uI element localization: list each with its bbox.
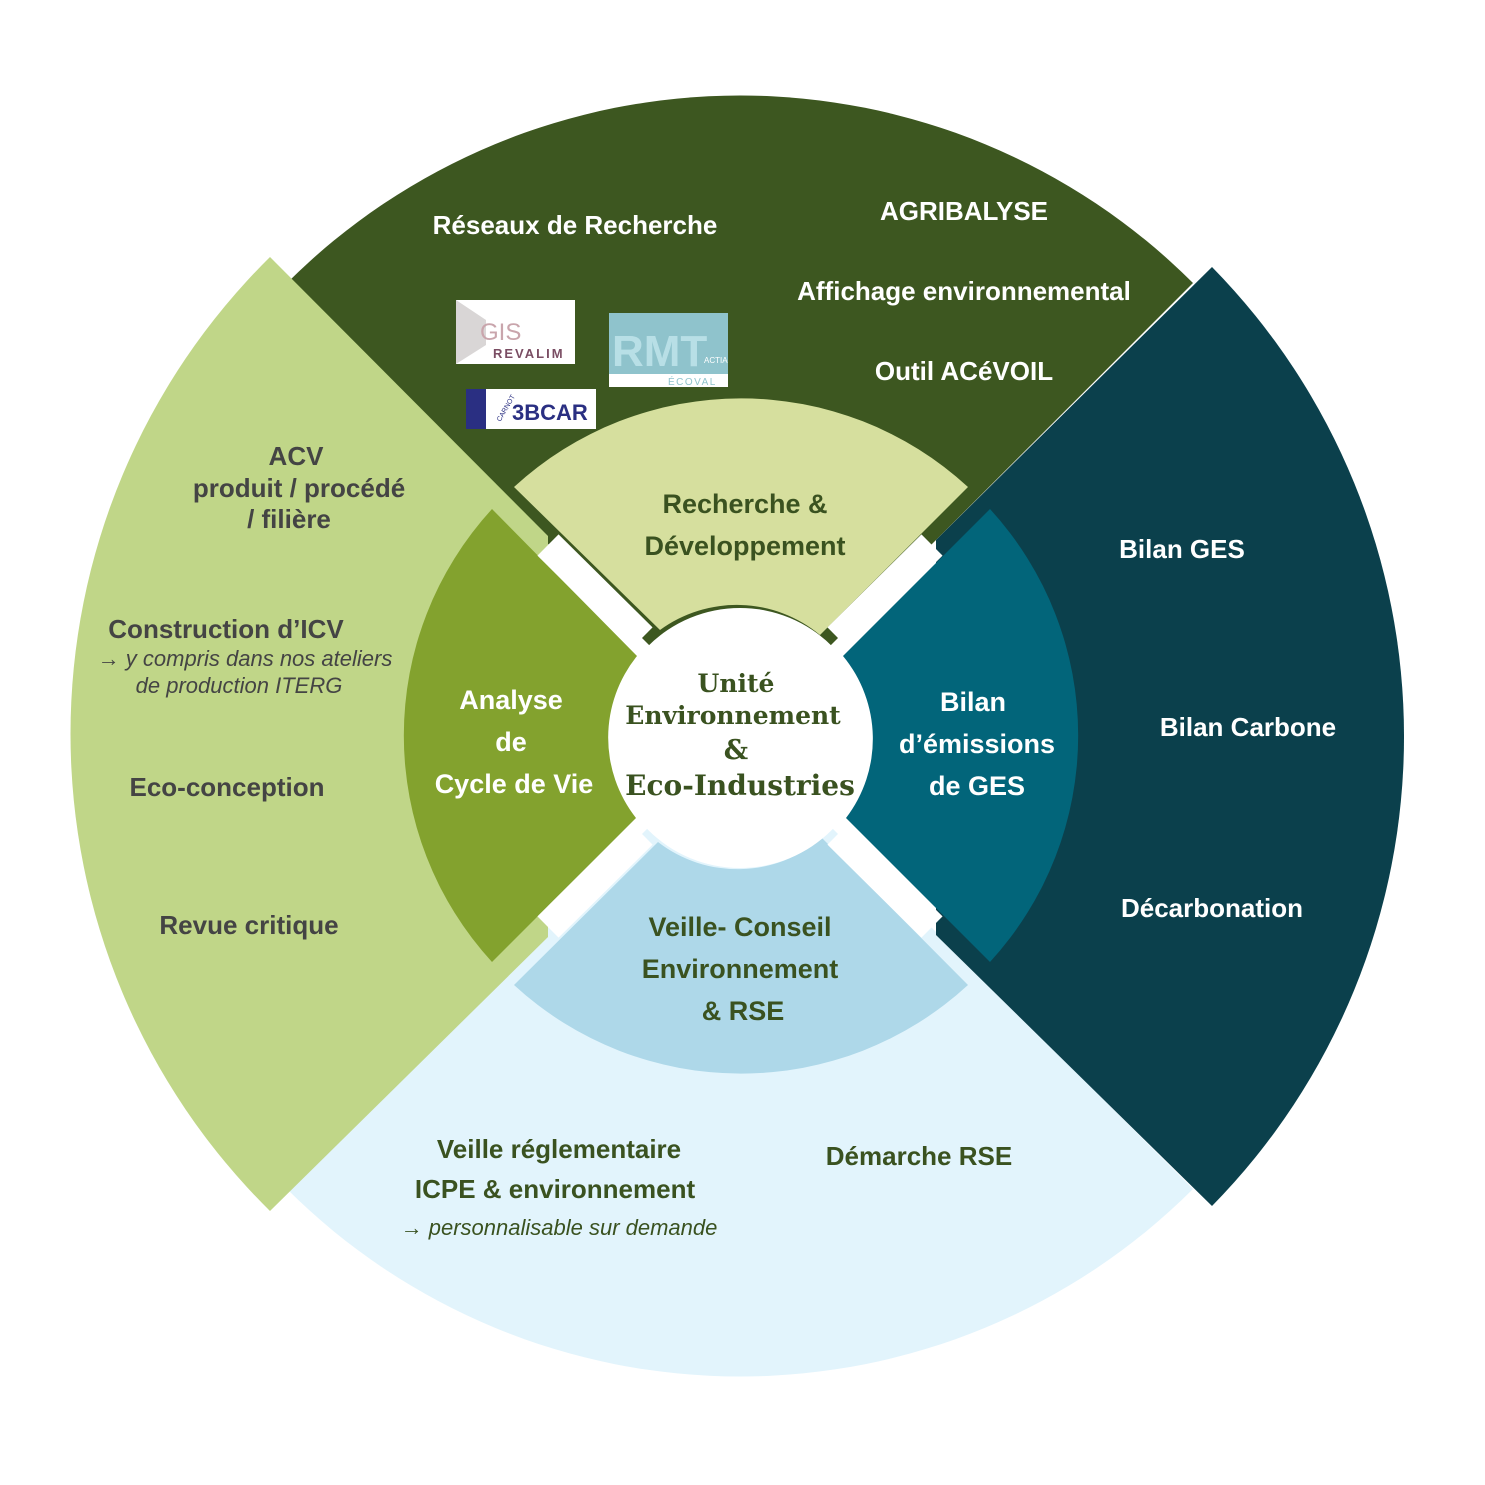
center-title-line3: & (724, 735, 748, 766)
item-veille-line1: Veille réglementaire (437, 1134, 681, 1164)
item-icv-note-line1: → y compris dans nos ateliers (98, 646, 393, 671)
item-reseaux-recherche: Réseaux de Recherche (433, 210, 718, 240)
rd-label-line1: Recherche & (662, 489, 827, 519)
logo-rmt-text: RMT (612, 327, 707, 376)
item-acv-line3: / filière (247, 504, 331, 534)
logo-3bcar: CARNOT 3BCAR (466, 389, 596, 429)
logo-3bcar-text: 3BCAR (512, 400, 588, 425)
center-title-line2: Environnement (625, 701, 841, 730)
logo-revalim-text: REVALIM (493, 346, 565, 361)
item-veille-note: → personnalisable sur demande (401, 1215, 718, 1240)
acv-inner-line1: Analyse (459, 685, 563, 715)
logo-actia-text: ACTIA (704, 356, 728, 365)
item-affichage-environnemental: Affichage environnemental (797, 276, 1131, 306)
ges-inner-line3: de GES (929, 771, 1025, 801)
item-icv-note-line2: de production ITERG (136, 673, 343, 698)
sector-bottom-inner (514, 838, 968, 1074)
sector-top-inner (514, 398, 968, 635)
item-revue-critique: Revue critique (159, 910, 338, 940)
logo-gis-revalim: GIS REVALIM (456, 300, 575, 364)
item-demarche-rse: Démarche RSE (826, 1141, 1012, 1171)
veille-inner-line2: Environnement (642, 954, 839, 984)
sector-right-outer (936, 267, 1405, 1206)
logo-rmt-ecoval: RMT ACTIA ÉCOVAL (609, 313, 728, 388)
rd-label-line2: Développement (644, 531, 845, 561)
logo-gis-text: GIS (480, 319, 521, 346)
logo-ecoval-text: ÉCOVAL (668, 375, 717, 388)
veille-inner-line3: & RSE (702, 996, 785, 1026)
ges-inner-line2: d’émissions (899, 729, 1055, 759)
sector-separators (537, 534, 943, 938)
acv-inner-line2: de (495, 727, 527, 757)
center-title-line4: Eco-Industries (625, 769, 855, 802)
sector-left-inner (403, 509, 637, 962)
veille-inner-line1: Veille- Conseil (648, 912, 831, 942)
sector-left-outer (70, 257, 549, 1211)
item-veille-line2: ICPE & environnement (415, 1174, 696, 1204)
acv-inner-line3: Cycle de Vie (435, 769, 594, 799)
item-agribalyse: AGRIBALYSE (880, 196, 1048, 226)
item-bilan-carbone: Bilan Carbone (1160, 712, 1336, 742)
item-acv-line1: ACV (269, 441, 325, 471)
item-acv-line2: produit / procédé (193, 473, 405, 503)
item-eco-conception: Eco-conception (129, 772, 324, 802)
sector-right-inner (843, 509, 1079, 962)
item-decarbonation: Décarbonation (1121, 893, 1303, 923)
center-title-line1: Unité (698, 669, 775, 698)
item-construction-icv: Construction d’ICV (108, 614, 344, 644)
item-outil-acevoil: Outil ACéVOIL (875, 356, 1053, 386)
center-circle (610, 608, 870, 868)
ges-inner-line1: Bilan (940, 687, 1006, 717)
item-bilan-ges: Bilan GES (1119, 534, 1245, 564)
